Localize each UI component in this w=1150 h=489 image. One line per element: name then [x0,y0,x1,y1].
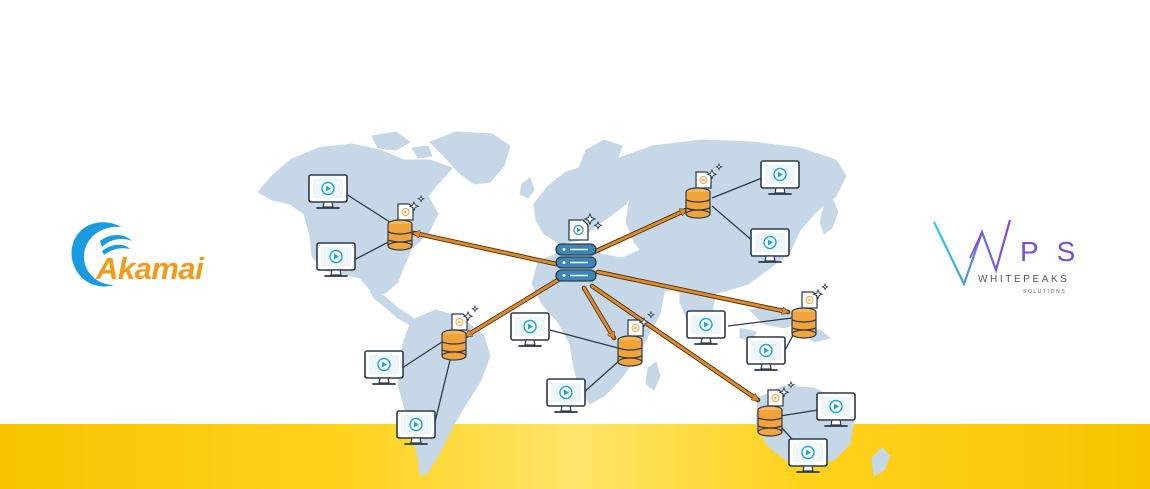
map-europe [533,159,637,245]
client-monitor [364,350,404,385]
arrow-to-africa [581,285,617,341]
akamai-logo: Akamai [62,215,242,295]
map-madagascar [645,361,661,391]
whitepeaks-mark-icon [933,219,1012,287]
client-monitor [788,438,828,473]
client-links [345,177,819,455]
origin-server [555,212,603,282]
arrow-to-australia [589,283,761,403]
arrow-to-north-america [414,233,559,267]
map-japan [819,197,839,235]
arrow-to-asia [591,207,686,255]
whitepeaks-monogram: PS [1020,236,1094,267]
arrow-to-south-east-asia [595,269,788,312]
client-monitor [746,336,786,371]
whitepeaks-name: WHITEPEAKS [978,274,1070,285]
whitepeaks-logo: PS WHITEPEAKS SOLUTIONS [930,212,1110,312]
distribution-arrows [414,207,788,403]
map-new-zealand [871,447,891,477]
map-scandinavia [577,139,623,171]
map-central-america [369,289,419,327]
arrow-to-south-america [463,277,561,339]
akamai-wordmark: Akamai [96,251,204,286]
client-monitor [546,378,586,413]
map-canada-islands [371,131,433,159]
map-uk [519,177,535,199]
whitepeaks-subtitle: SOLUTIONS [1023,289,1067,295]
edge-server-south-east-asia [791,283,829,339]
map-north-america [257,143,453,295]
akamai-swoosh-icon [71,222,132,287]
yellow-footer-band [0,424,1150,489]
map-greenland [429,131,511,185]
client-monitor [510,312,550,347]
client-monitor [686,310,726,345]
